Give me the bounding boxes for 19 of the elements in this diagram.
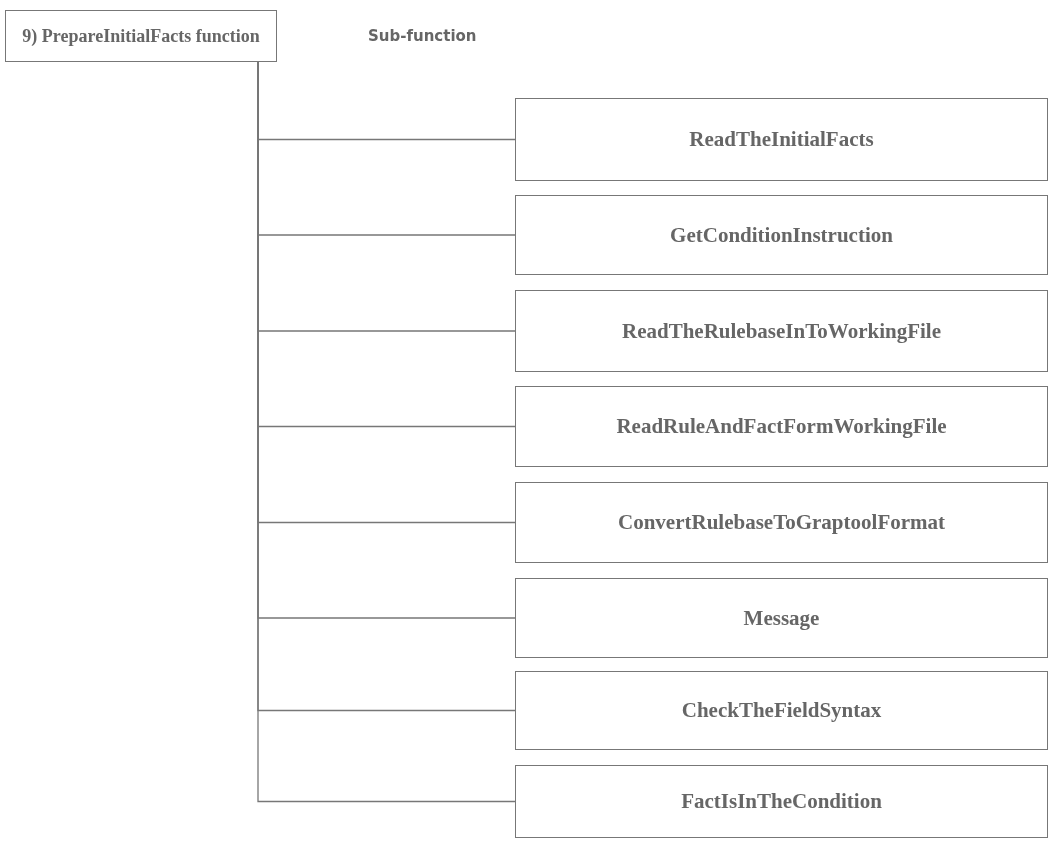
function-name: FactIsInTheCondition [681,789,882,814]
function-name: ConvertRulebaseToGraptoolFormat [618,510,945,535]
function-name: 9) PrepareInitialFacts function [22,25,260,47]
function-name: ReadTheInitialFacts [689,127,874,152]
sub-function-box [515,765,1048,838]
sub-function-box [515,671,1048,750]
sub-function-box [515,98,1048,181]
function-box [5,10,277,62]
column-heading: Sub-function [368,27,477,45]
function-name: Message [743,605,820,631]
sub-function-box [515,578,1048,658]
function-name: GetConditionInstruction [670,222,893,248]
function-name: ReadTheRulebaseInToWorkingFile [622,318,941,344]
sub-function-box [515,482,1048,563]
sub-function-box [515,290,1048,372]
sub-function-box [515,386,1048,467]
function-name: CheckTheFieldSyntax [681,698,882,723]
function-name: ReadRuleAndFactFormWorkingFile [616,414,947,439]
sub-function-box [515,195,1048,275]
